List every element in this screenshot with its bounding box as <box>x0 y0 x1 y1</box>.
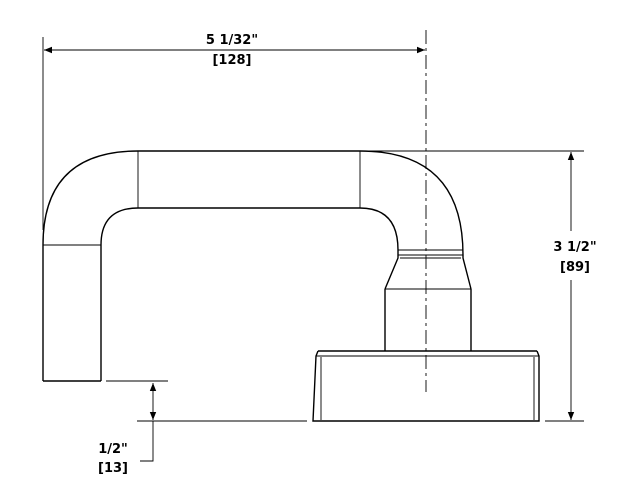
drop-imperial: 1/2" <box>98 442 128 457</box>
drop-dimension: 1/2" [13] <box>98 383 157 476</box>
overall-height-imperial: 3 1/2" <box>553 240 596 255</box>
drop-metric: [13] <box>98 461 128 476</box>
overall-width-imperial: 5 1/32" <box>206 33 258 48</box>
overall-height-dimension: 3 1/2" [89] <box>553 152 597 420</box>
overall-height-metric: [89] <box>560 260 590 275</box>
overall-width-metric: [128] <box>212 53 251 68</box>
extension-lines <box>42 37 584 422</box>
overall-width-dimension: 5 1/32" [128] <box>44 33 425 68</box>
lever-handle-outline <box>42 150 540 422</box>
